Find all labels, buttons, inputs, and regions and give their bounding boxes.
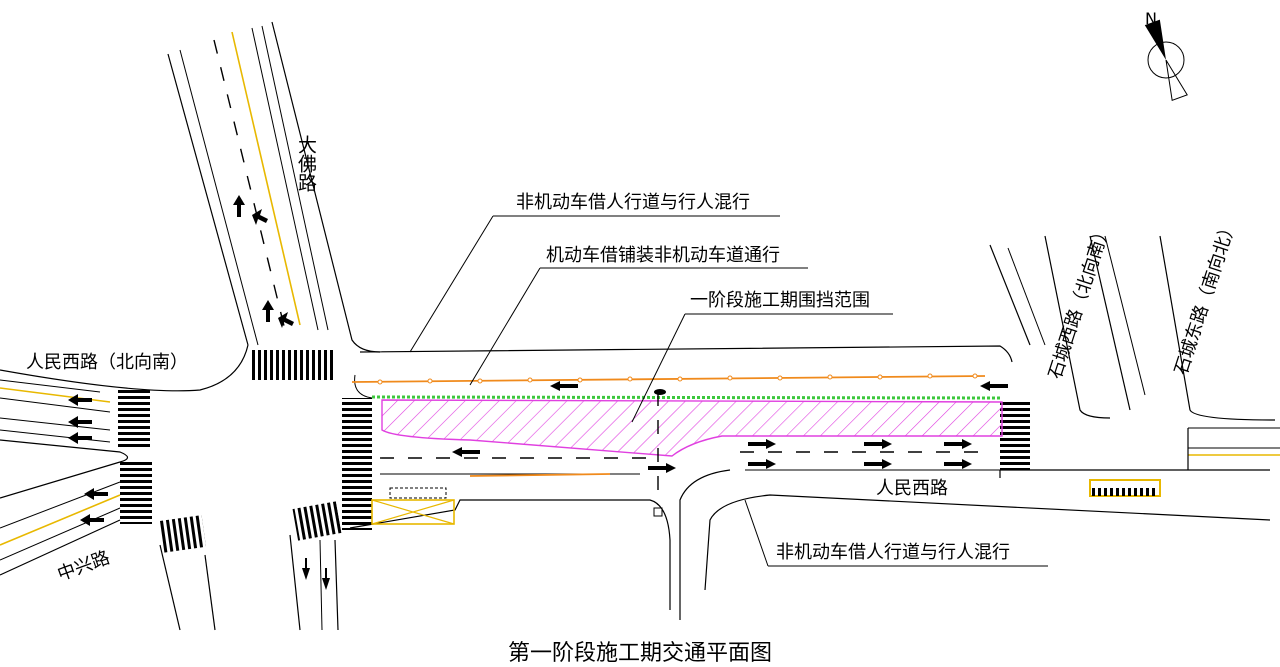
crosswalk-sw [120,462,152,524]
label-zhongxing: 中兴路 [55,547,113,585]
label-shichengdong: 石城东路（南向北） [1171,217,1241,378]
label-enclosure: 一阶段施工期围挡范围 [690,290,870,311]
compass-icon [1144,19,1188,102]
label-bike-sidewalk-top: 非机动车借人行道与行人混行 [516,192,750,213]
fence-line-lower [469,473,611,477]
crosswalk-west [118,390,150,450]
label-renminxi-nb: 人民西路（北向南） [26,352,188,373]
construction-enclosure [381,399,1003,457]
green-edge [371,395,1003,400]
crosswalk-east-left [342,398,372,530]
dafo-road [167,21,381,353]
leader-lines [409,215,1048,567]
page-title: 第一阶段施工期交通平面图 [508,641,772,666]
label-shichengxi: 石城西路（北向南） [1045,221,1115,382]
dafo-crosswalk [250,350,334,380]
label-motor-bike-lane: 机动车借铺装非机动车道通行 [546,245,780,266]
left-roads [0,344,339,631]
signal-pole [653,389,666,517]
right-barrier-inner [1092,488,1158,496]
label-bike-sidewalk-bottom: 非机动车借人行道与行人混行 [776,542,1010,563]
bus-stop-label-box [389,487,447,499]
label-dafo: 大佛路 [295,135,317,192]
dafo-lane-arrows [233,195,294,328]
bus-stop-box [371,499,455,525]
crosswalk-se [292,501,342,541]
bus-stop-cross [371,499,455,525]
shicheng-roads [989,235,1280,470]
fence-line-top [351,375,986,383]
left-lane-arrows [68,394,330,590]
crosswalk-south [157,515,207,553]
crosswalk-east-right [1000,402,1030,470]
main-lane-arrows [452,381,1008,473]
compass-north-label: N [1145,9,1157,28]
label-renminxi: 人民西路 [876,478,948,499]
renminxi-road [349,345,1271,620]
fence-dots [377,373,978,385]
